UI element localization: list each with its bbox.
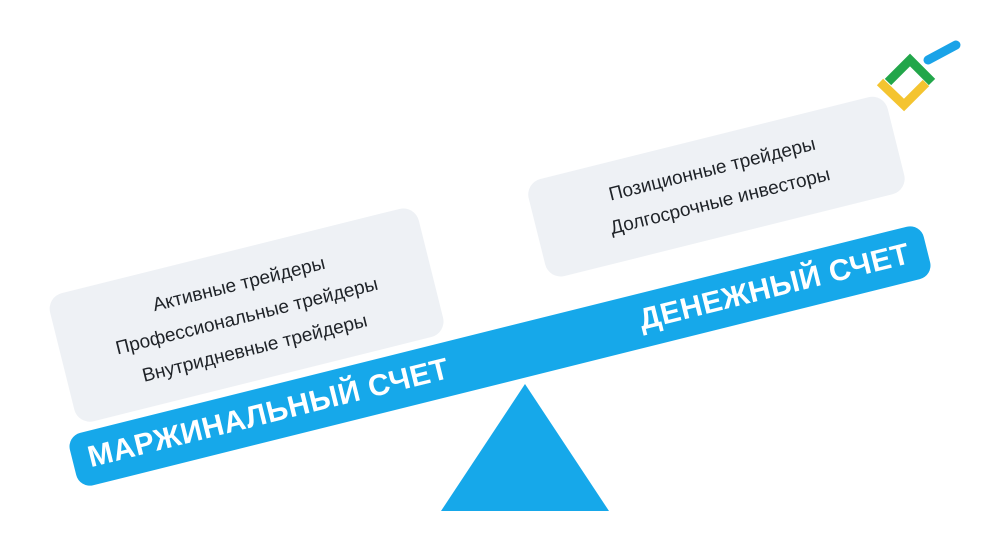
logo-yellow-stroke [876, 78, 930, 112]
brand-logo-icon [876, 40, 961, 112]
cash-account-list: Позиционные трейдеры Долгосрочные инвест… [529, 109, 904, 263]
fulcrum-triangle [441, 384, 609, 511]
logo-green-stroke [884, 53, 936, 86]
logo-blue-stroke [923, 40, 961, 65]
